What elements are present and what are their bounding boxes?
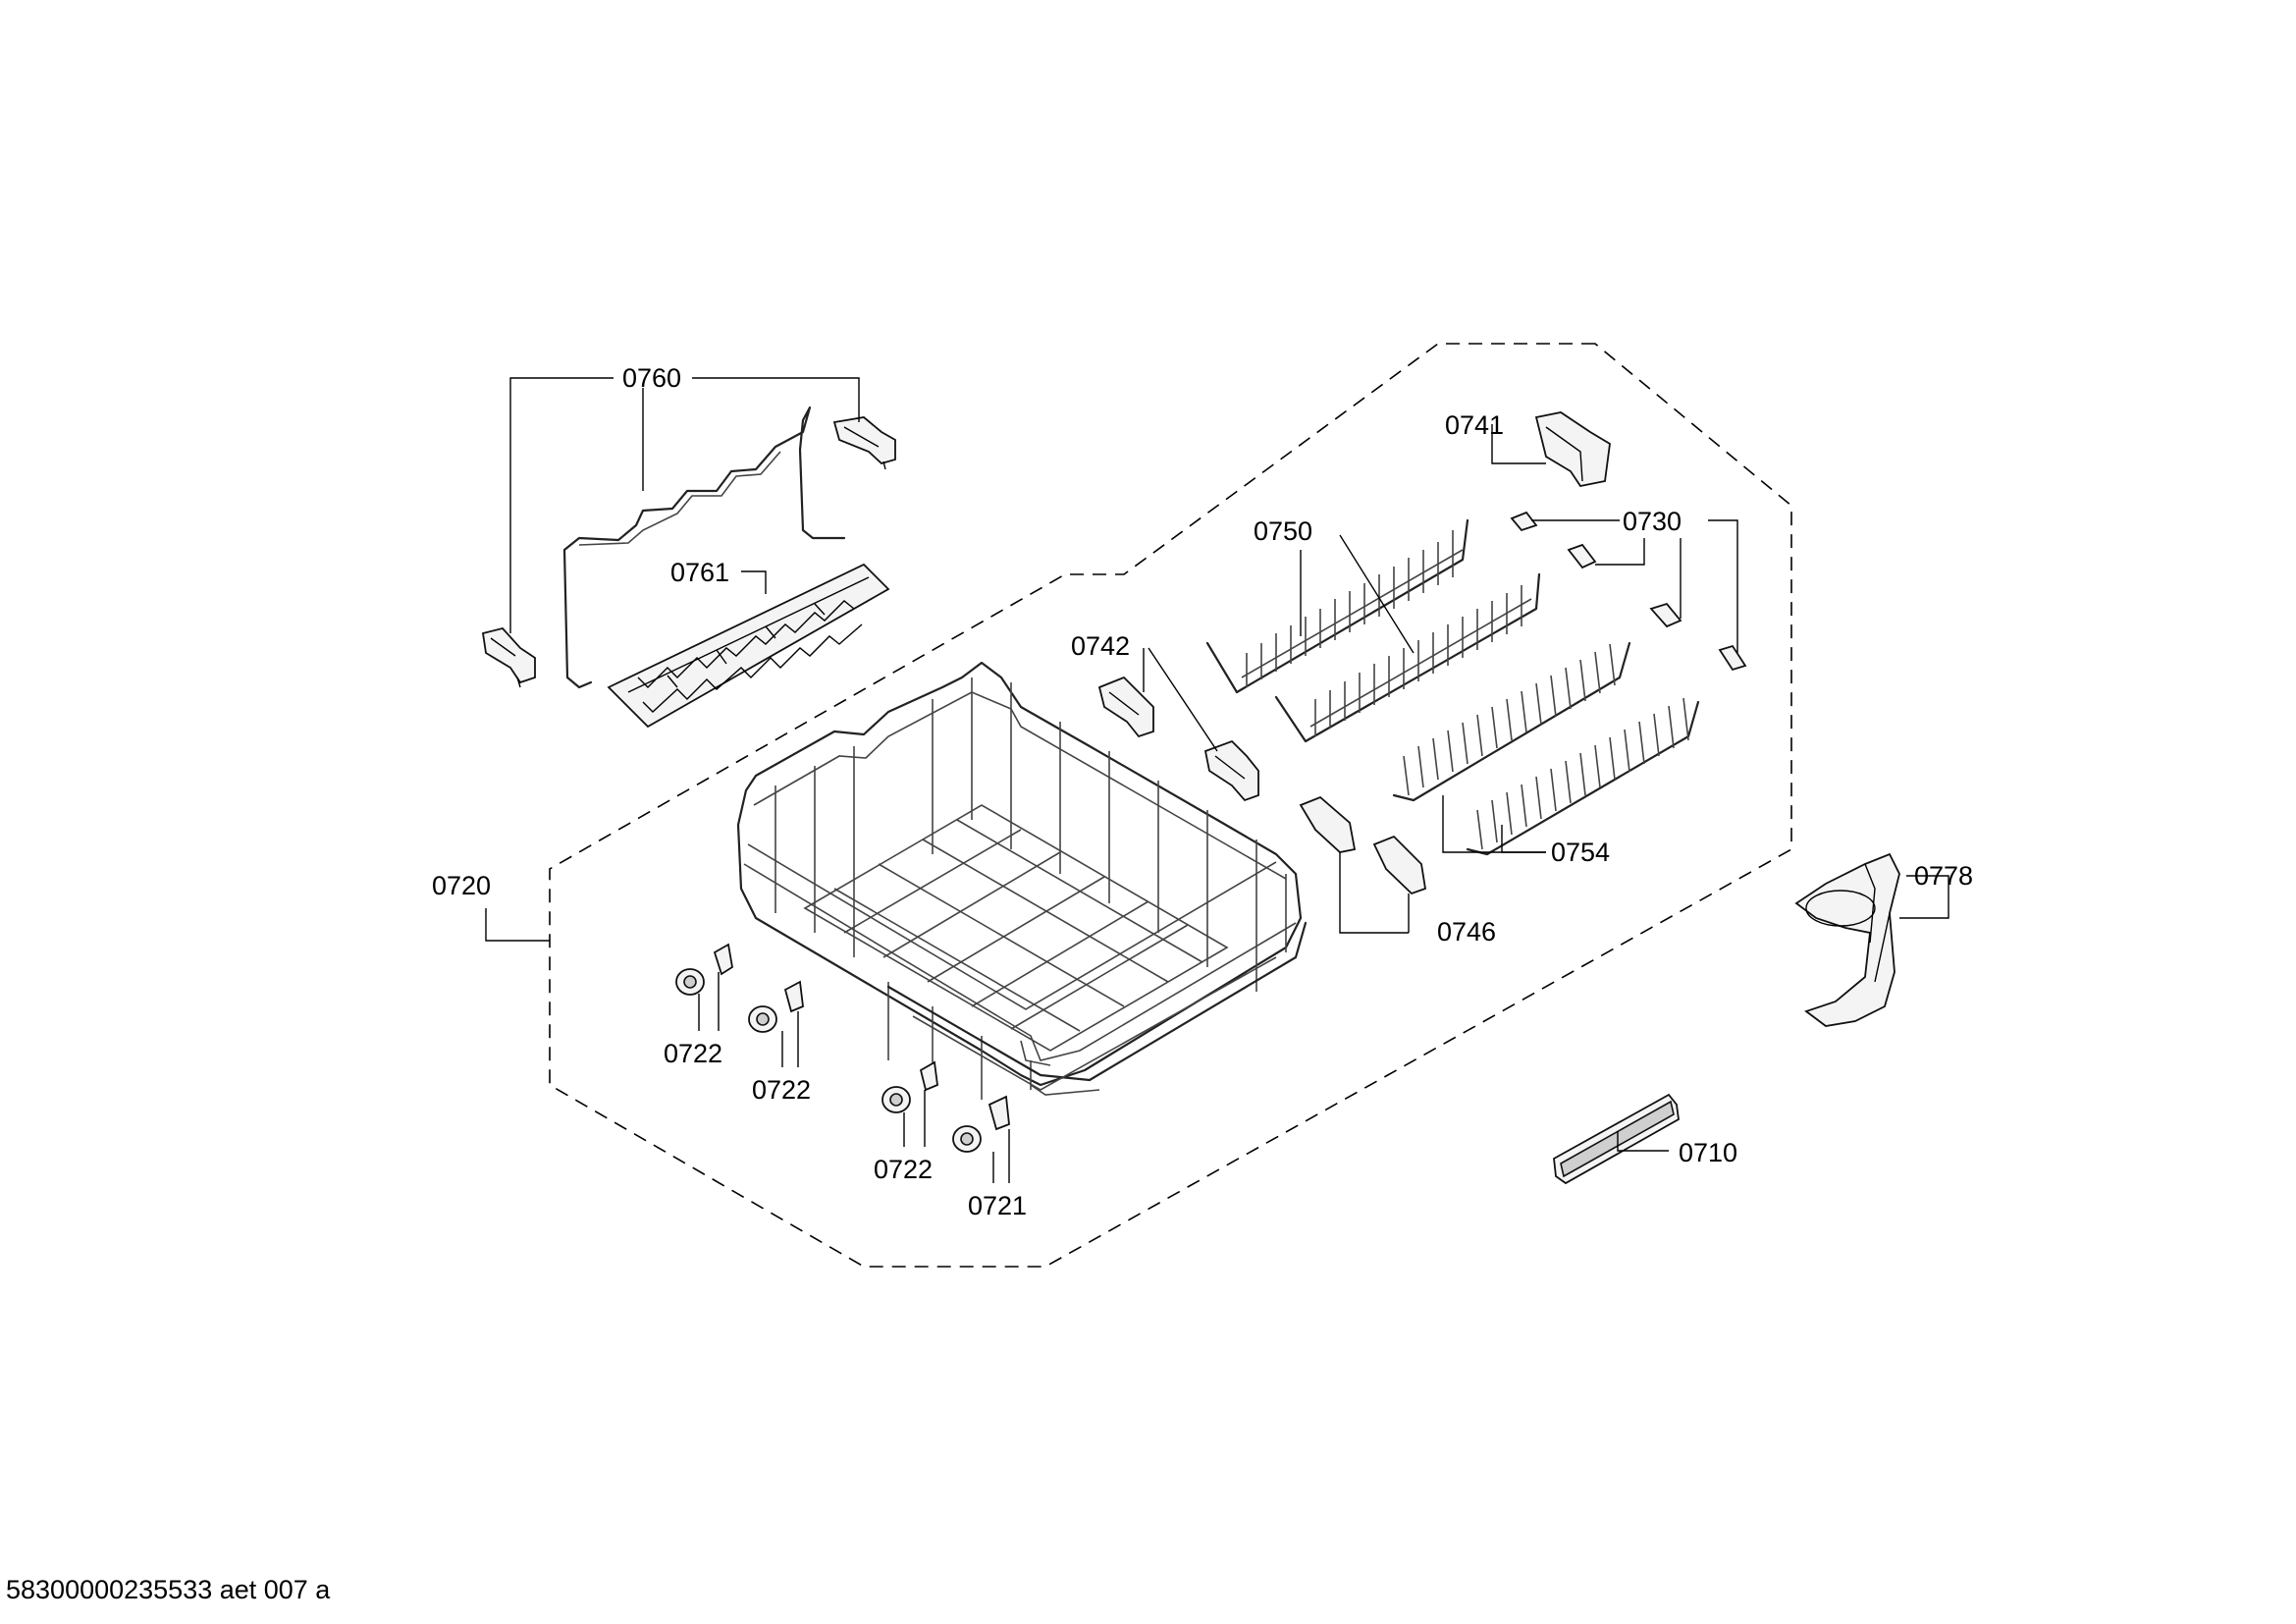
tine-rack-0754 xyxy=(1392,641,1700,856)
clip-part-0742-b xyxy=(1203,739,1259,802)
small-clip-0730-b xyxy=(1567,543,1597,569)
assembly-outline xyxy=(549,343,1792,1268)
label-0721: 0721 xyxy=(968,1191,1027,1220)
lower-basket-part xyxy=(736,661,1308,1100)
wheel-part-2 xyxy=(748,980,804,1033)
bracket-part-0741 xyxy=(1534,411,1611,488)
handle-wire-part xyxy=(562,406,846,689)
leader-lines xyxy=(485,377,1949,1183)
clip-part-0746-b xyxy=(1372,835,1427,895)
tine-rack-0750 xyxy=(1205,518,1541,743)
clip-part-0746-a xyxy=(1299,795,1357,853)
handle-clip-left xyxy=(481,626,536,688)
label-0720: 0720 xyxy=(432,871,491,900)
small-clip-0730-a xyxy=(1510,511,1538,532)
cutlery-shelf-part xyxy=(607,563,890,729)
wheel-part-4 xyxy=(952,1095,1010,1153)
label-0754: 0754 xyxy=(1551,838,1610,867)
wheel-part-1 xyxy=(675,943,733,996)
label-0750: 0750 xyxy=(1254,516,1312,546)
document-footer-code: 58300000235533 aet 007 a xyxy=(6,1575,331,1604)
holder-part-0778 xyxy=(1794,852,1900,1027)
label-0722-c: 0722 xyxy=(874,1155,933,1184)
label-0722-a: 0722 xyxy=(664,1039,722,1068)
label-0722-b: 0722 xyxy=(752,1075,811,1105)
strip-part-0710 xyxy=(1553,1093,1680,1185)
label-0742: 0742 xyxy=(1071,631,1130,661)
label-0746: 0746 xyxy=(1437,917,1496,947)
label-0760: 0760 xyxy=(622,363,681,393)
label-0761: 0761 xyxy=(670,558,729,587)
wheel-part-3 xyxy=(881,1060,938,1113)
small-clip-0730-c xyxy=(1649,602,1682,628)
label-0778: 0778 xyxy=(1914,861,1973,891)
small-clip-0730-d xyxy=(1718,644,1747,672)
label-0730: 0730 xyxy=(1623,507,1682,536)
label-0741: 0741 xyxy=(1445,410,1504,440)
handle-clip-right xyxy=(832,416,896,470)
label-0710: 0710 xyxy=(1679,1138,1737,1167)
clip-part-0742-a xyxy=(1097,676,1154,738)
